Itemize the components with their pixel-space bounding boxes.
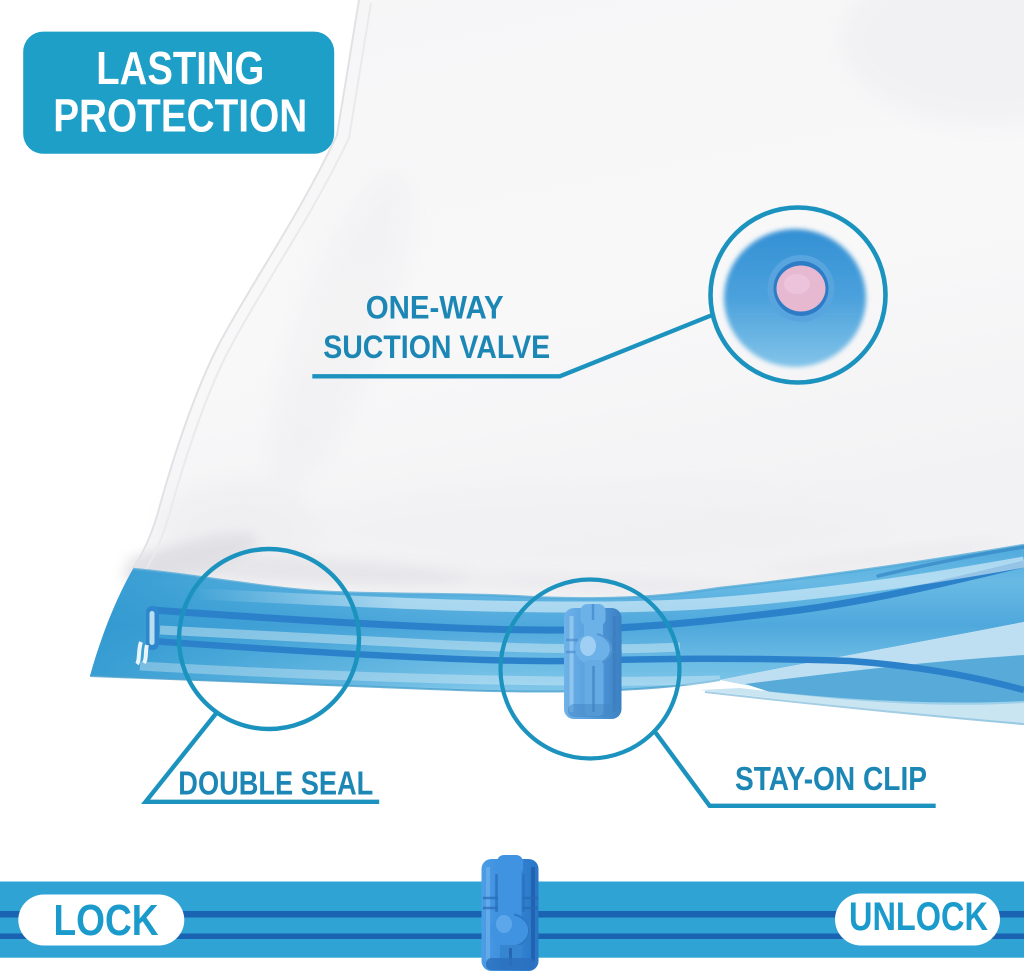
svg-text:ONE-WAY: ONE-WAY xyxy=(366,289,504,325)
svg-text:SUCTION VALVE: SUCTION VALVE xyxy=(323,329,550,365)
svg-text:PROTECTION: PROTECTION xyxy=(53,90,307,142)
svg-text:DOUBLE SEAL: DOUBLE SEAL xyxy=(178,766,373,803)
svg-text:UNLOCK: UNLOCK xyxy=(849,895,988,939)
svg-text:LOCK: LOCK xyxy=(54,897,159,945)
svg-text:STAY-ON CLIP: STAY-ON CLIP xyxy=(735,761,927,798)
svg-text:LASTING: LASTING xyxy=(96,42,264,94)
